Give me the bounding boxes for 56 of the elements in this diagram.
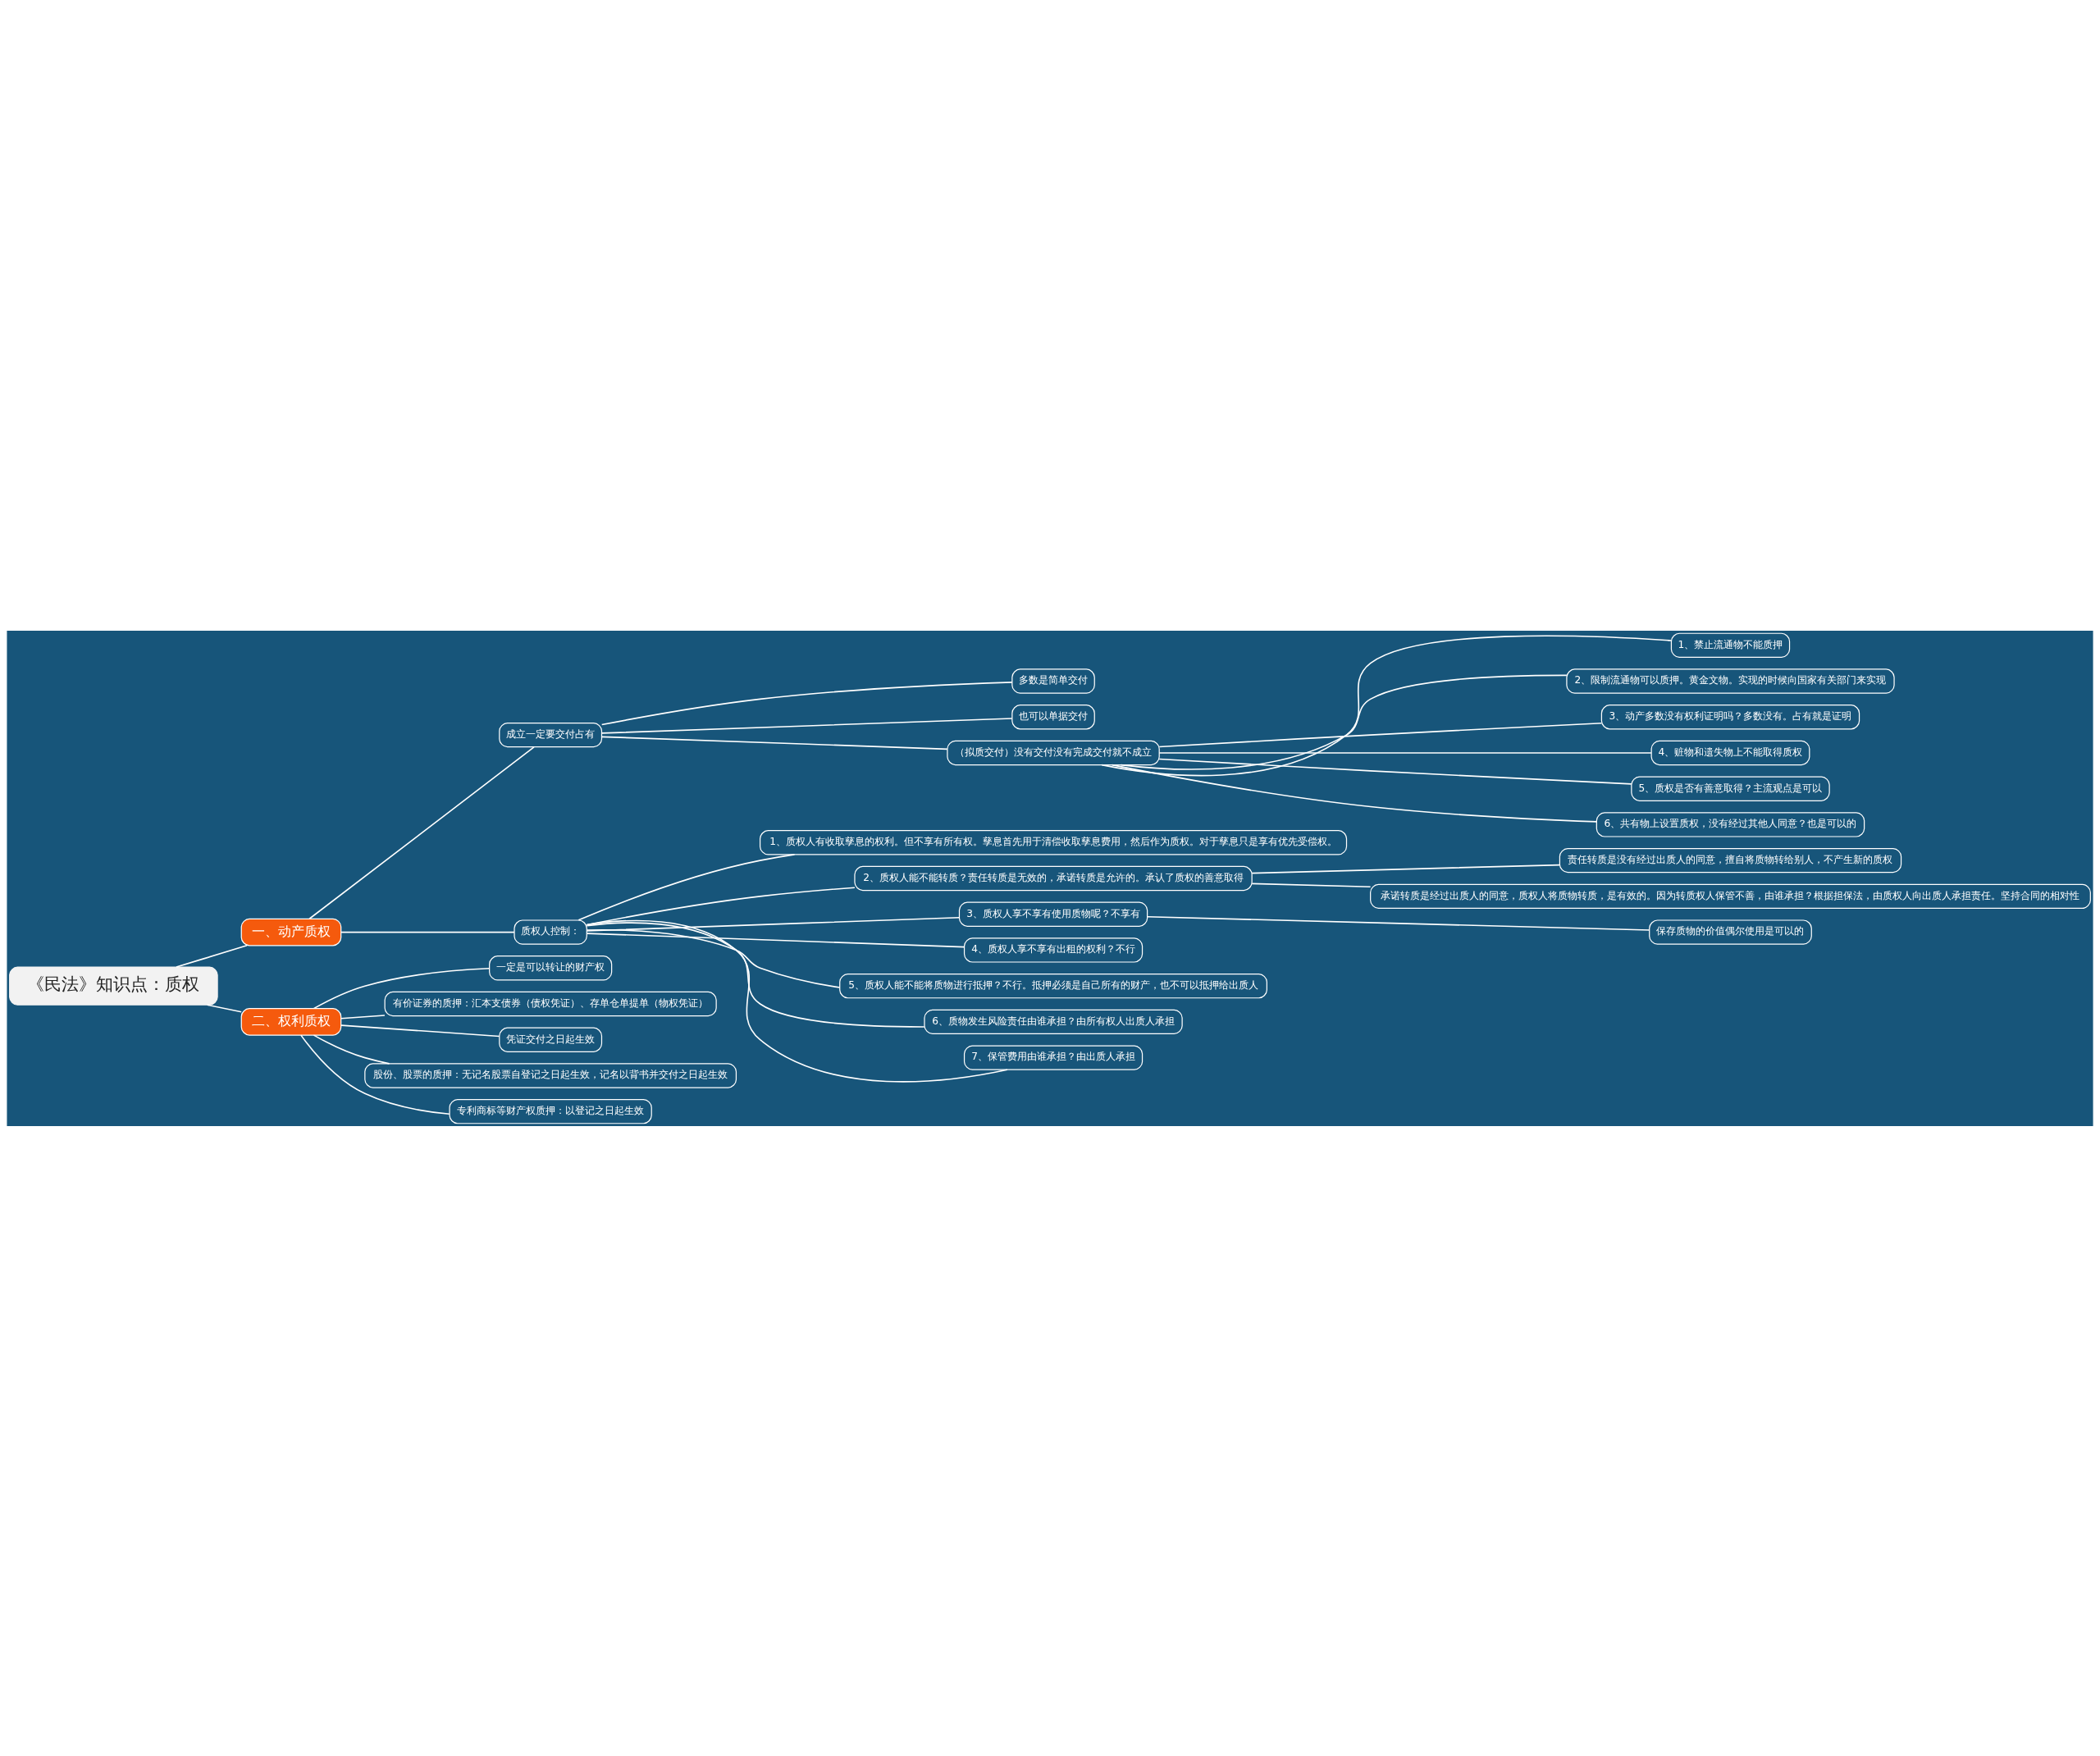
- connector: [586, 916, 961, 932]
- node-box: 《民法》知识点：质权: [9, 966, 218, 1006]
- connector: [1158, 758, 1632, 785]
- connector: [1251, 883, 1372, 887]
- connector: [313, 967, 491, 1009]
- connector: [1251, 864, 1560, 873]
- connector: [206, 1003, 242, 1012]
- node-box: 成立一定要交付占有: [499, 722, 603, 747]
- connector: [600, 736, 948, 750]
- node-box: 股份、股票的质押：无记名股票自登记之日起生效，记名以背书并交付之日起生效: [364, 1062, 737, 1088]
- node-box: 承诺转质是经过出质人的同意，质权人将质物转质，是有效的。因为转质权人保管不善，由谁承担？根据担保法，由质权人向出质人承担责任。坚持合同的相对性: [1370, 883, 2091, 909]
- connector: [300, 1033, 450, 1115]
- node-box: 3、动产多数没有权利证明吗？多数没有。占有就是证明: [1600, 704, 1860, 729]
- connector: [586, 928, 841, 988]
- connector: [586, 919, 1008, 1083]
- node-box: 6、共有物上设置质权，没有经过其他人同意？也是可以的: [1596, 811, 1865, 837]
- node-box: 凭证交付之日起生效: [499, 1027, 603, 1052]
- node-box: 2、质权人能不能转质？责任转质是无效的，承诺转质是允许的。承认了质权的善意取得: [854, 865, 1253, 891]
- connector: [1120, 674, 1568, 770]
- node-box: 一、动产质权: [240, 918, 342, 946]
- connector: [308, 746, 535, 919]
- node-box: 有价证券的质押：汇本支债券（债权凭证）、存单仓单提单（物权凭证）: [384, 991, 717, 1016]
- node-box: 3、质权人享不享有使用质物呢？不享有: [958, 901, 1148, 927]
- connector: [313, 1033, 390, 1065]
- node-box: 5、质权人能不能将质物进行抵押？不行。抵押必须是自己所有的财产，也不可以抵押给出质人: [839, 973, 1267, 998]
- connector: [586, 921, 925, 1028]
- connector: [1158, 722, 1603, 747]
- connector: [600, 717, 1013, 734]
- node-box: 6、质物发生风险责任由谁承担？由所有权人出质人承担: [924, 1009, 1183, 1034]
- node-box: 4、赃物和遗失物上不能取得质权: [1650, 740, 1810, 765]
- node-box: 二、权利质权: [240, 1007, 342, 1036]
- node-box: 保存质物的价值偶尔使用是可以的: [1649, 919, 1812, 945]
- node-box: 责任转质是没有经过出质人的同意，擅自将质物转给别人，不产生新的质权: [1559, 847, 1902, 873]
- connector: [340, 1014, 386, 1019]
- node-box: 也可以单据交付: [1011, 704, 1095, 729]
- node-box: 4、质权人享不享有出租的权利？不行: [963, 937, 1144, 963]
- connector: [600, 681, 1013, 725]
- node-box: 专利商标等财产权质押：以登记之日起生效: [449, 1098, 652, 1124]
- node-box: 5、质权是否有善意取得？主流观点是可以: [1631, 776, 1830, 801]
- connector: [1158, 751, 1652, 754]
- node-box: 质权人控制：: [514, 919, 587, 945]
- connector: [578, 853, 796, 921]
- connector: [340, 931, 515, 933]
- connector: [1101, 635, 1673, 776]
- connector: [1111, 764, 1598, 823]
- connector: [340, 1024, 500, 1037]
- node-box: 1、禁止流通物不能质押: [1670, 632, 1791, 658]
- node-box: 一定是可以转让的财产权: [489, 955, 613, 980]
- node-box: 7、保管费用由谁承担？由出质人承担: [963, 1044, 1144, 1070]
- connector: [586, 932, 966, 947]
- node-box: 多数是简单交付: [1011, 668, 1095, 694]
- node-box: 1、质权人有收取孳息的权利。但不享有所有权。孳息首先用于清偿收取孳息费用，然后作为质权。对于孳息只是享有优先受偿权。: [760, 829, 1348, 855]
- node-box: （拟质交付）没有交付没有完成交付就不成立: [947, 740, 1160, 765]
- connector: [1146, 915, 1650, 931]
- connector: [176, 944, 248, 968]
- node-box: 2、限制流通物可以质押。黄金文物。实现的时候向国家有关部门来实现: [1566, 668, 1895, 694]
